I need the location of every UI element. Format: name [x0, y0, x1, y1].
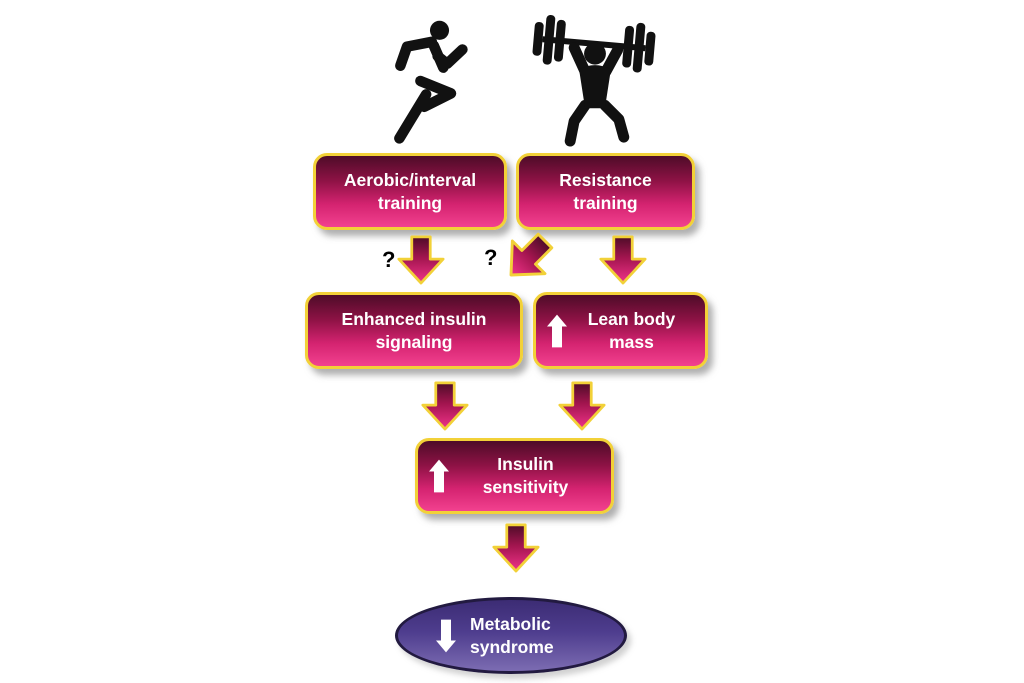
node-insulin-sensitivity: Insulin sensitivity [415, 438, 614, 514]
node-label: Enhanced insulin signaling [341, 308, 487, 352]
question-mark: ? [484, 245, 498, 270]
weightlifter-icon [528, 6, 660, 150]
down-arrow-icon [436, 614, 456, 658]
node-aerobic-training: Aerobic/interval training [313, 153, 507, 230]
question-mark: ? [382, 247, 396, 272]
flow-arrow-down-icon [558, 380, 606, 432]
node-resistance-training: Resistance training [516, 153, 695, 230]
node-enhanced-insulin-signaling: Enhanced insulin signaling [305, 292, 523, 369]
node-label: Metabolic syndrome [470, 613, 554, 657]
node-lean-body-mass: Lean body mass [533, 292, 708, 369]
flow-arrow-down-icon [492, 521, 540, 575]
flow-arrow-down-icon [397, 234, 445, 286]
up-arrow-icon [547, 309, 567, 353]
node-label: Lean body mass [587, 308, 676, 352]
node-label: Insulin sensitivity [482, 454, 569, 497]
node-label: Resistance training [559, 169, 652, 213]
flow-arrow-down-icon [599, 234, 647, 286]
flow-arrow-down-icon [421, 380, 469, 432]
up-arrow-icon [429, 454, 449, 498]
node-label: Aerobic/interval training [343, 169, 477, 213]
flow-arrow-diagonal-icon [492, 222, 564, 294]
node-metabolic-syndrome: Metabolic syndrome [395, 597, 627, 674]
runner-icon [386, 12, 472, 150]
